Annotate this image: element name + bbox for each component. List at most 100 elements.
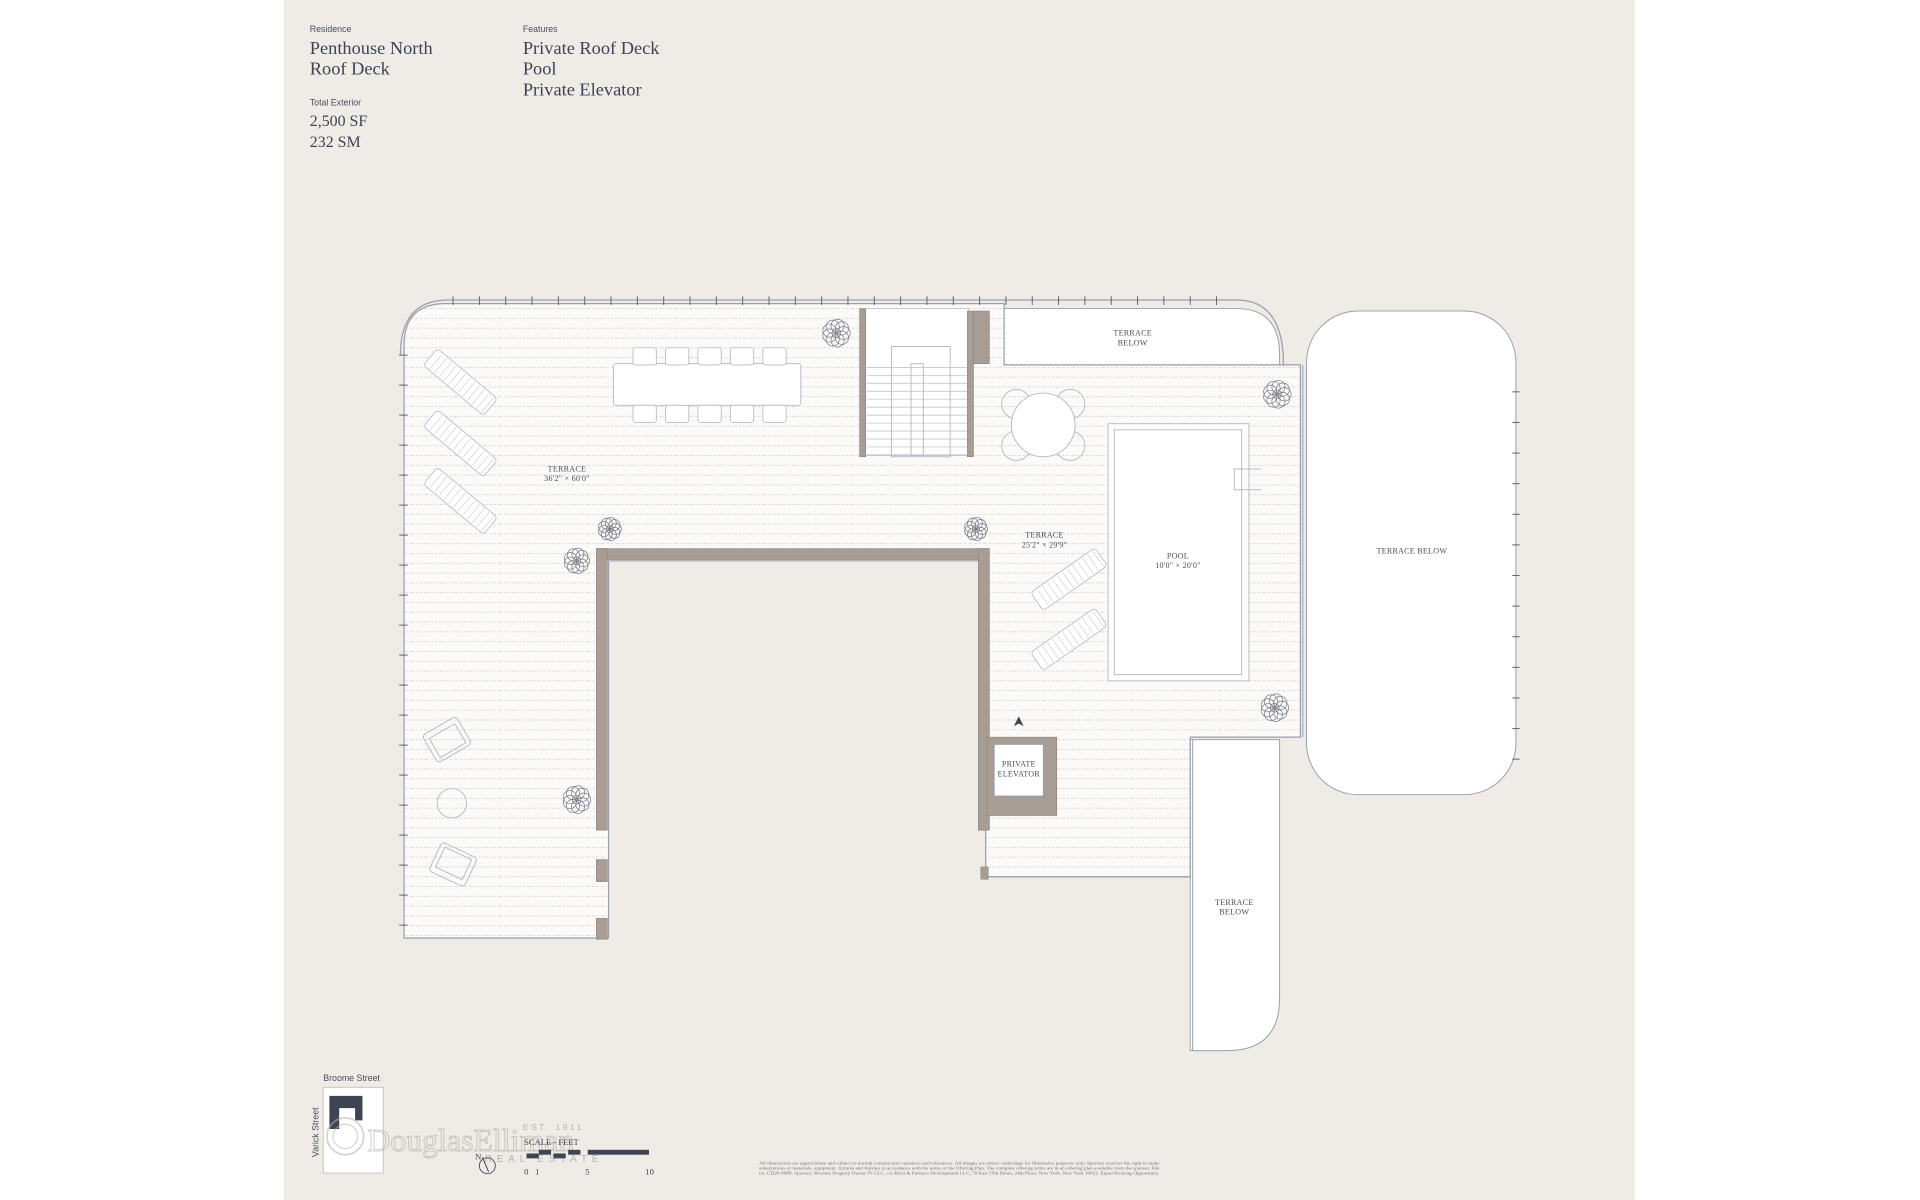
wall <box>596 859 608 882</box>
lounge-chair-slat <box>1042 585 1054 603</box>
scale-tick: 0 <box>524 1166 528 1176</box>
north-label: N <box>475 1152 481 1162</box>
logo-est: EST. 1911 <box>523 1122 584 1132</box>
plant-leaf <box>1268 693 1283 708</box>
plant-leaf <box>1266 380 1281 395</box>
features-info: Features Private Roof Deck Pool Private … <box>523 24 660 100</box>
lounge-chair-slat <box>1087 554 1099 571</box>
lounge-chair-slat <box>1087 614 1099 631</box>
lounge-chair-slat <box>1077 621 1089 638</box>
lounge-chair-slat <box>452 373 467 389</box>
lounge-chair-slat <box>429 472 443 489</box>
lounge-chair-slat <box>1062 571 1074 589</box>
wall <box>980 866 989 880</box>
lounge-chair-frame <box>424 468 497 534</box>
plant-icon <box>562 785 592 814</box>
scale-tick: 10 <box>645 1166 654 1176</box>
plant-leaf <box>563 556 577 570</box>
feature-item: Private Roof Deck <box>523 38 660 58</box>
dining-table <box>612 347 802 423</box>
plant-leaf <box>964 525 977 537</box>
total-exterior-label: Total Exterior <box>310 97 361 107</box>
plant-icon <box>1260 693 1290 722</box>
elevator-cab <box>993 744 1044 797</box>
plant-icon <box>563 547 590 574</box>
lounge-chair-slat <box>457 438 471 455</box>
scale-tick: 5 <box>585 1166 589 1176</box>
lounge-chair-frame <box>1031 548 1107 610</box>
disclaimer-line: substitutions of materials, equipment, f… <box>759 1165 1160 1171</box>
lounge-chair <box>424 349 497 415</box>
lounge-chair-slat <box>1062 631 1074 649</box>
disclaimer-line: All dimensions are approximate and subje… <box>759 1160 1160 1165</box>
plant-leaf <box>1272 389 1282 400</box>
lounge-chair-frame <box>424 410 497 476</box>
lounge-chair-slat <box>452 492 467 508</box>
north-arrow-icon: N <box>475 1152 496 1175</box>
plant-leaf <box>600 528 613 541</box>
lounge-chair-slat <box>443 365 457 382</box>
lounge-chair-slat <box>462 500 476 516</box>
terrace-below-right-label: TERRACE BELOW <box>1376 546 1447 555</box>
scale-bar: SCALE - FEET 0 1 5 10 N <box>475 1137 654 1176</box>
plant-leaf <box>566 786 581 801</box>
street-label-varick: Varick Street <box>310 1107 320 1157</box>
lounge-chair-slat <box>438 361 452 378</box>
terrace-below-top-label: TERRACE <box>1113 329 1152 338</box>
scale-tick: 1 <box>535 1166 539 1176</box>
lounge-chair-slat <box>1072 564 1084 582</box>
plant-leaf <box>571 547 585 561</box>
lounge-chair-slat <box>434 476 448 492</box>
plant-leaf <box>1271 380 1286 395</box>
lounge-chair-slat <box>1092 550 1104 568</box>
lounge-chair-slat <box>462 442 476 459</box>
plant-icon <box>964 517 988 541</box>
lounge-chair-slat <box>434 419 448 435</box>
dining-chair <box>762 404 787 423</box>
lounge-chair-frame <box>1031 608 1107 670</box>
dining-chair <box>665 347 690 366</box>
dining-chair <box>697 347 722 366</box>
plant-leaf <box>604 517 617 529</box>
lounge-chair-slat <box>467 446 481 462</box>
area-sf: 2,500 SF <box>310 113 368 130</box>
lounge-chair-slat <box>481 397 495 413</box>
lounge-chair-slat <box>448 488 462 504</box>
plant-leaf <box>966 528 979 541</box>
plant-icon <box>822 318 851 348</box>
club-chair <box>422 716 472 763</box>
wall <box>978 548 990 831</box>
disclaimer: All dimensions are approximate and subje… <box>759 1160 1160 1176</box>
plant-icon <box>1263 380 1292 409</box>
lounge-chair-slat <box>471 450 485 466</box>
pool-terrace-dims: 25'2" × 29'9" <box>1022 540 1068 549</box>
lounge-chair-slat <box>476 393 490 409</box>
side-table <box>436 788 468 819</box>
plant-leaf <box>575 787 590 802</box>
dining-chair <box>697 404 722 423</box>
plant-leaf <box>971 517 983 529</box>
plant-leaf <box>562 795 577 810</box>
stair-landing <box>890 346 951 458</box>
lounge-chair-slat <box>476 512 490 528</box>
lounge-chairs <box>424 349 1107 670</box>
plant-leaf <box>1266 393 1281 408</box>
lounge-chair-slat <box>448 430 462 447</box>
lounge-chair-slat <box>429 415 443 431</box>
stair-well <box>865 308 969 456</box>
dining-chair <box>729 347 755 366</box>
plant-leaf <box>1269 702 1280 713</box>
plant-leaf <box>1275 382 1290 397</box>
lounge-chair-slat <box>1057 575 1069 592</box>
plant-leaf <box>566 548 580 562</box>
lounge-chair-slat <box>1052 578 1064 596</box>
lounge-chair-slat <box>1057 635 1069 652</box>
elevator-label: PRIVATE <box>1002 760 1036 769</box>
wall <box>973 310 990 364</box>
stair-handrail <box>910 363 924 457</box>
building-footprint <box>329 1095 363 1129</box>
lounge-chair-slat <box>1072 624 1084 642</box>
lounge-chair-slat <box>1082 557 1094 575</box>
logo-tagline: REAL ESTATE <box>485 1154 603 1165</box>
